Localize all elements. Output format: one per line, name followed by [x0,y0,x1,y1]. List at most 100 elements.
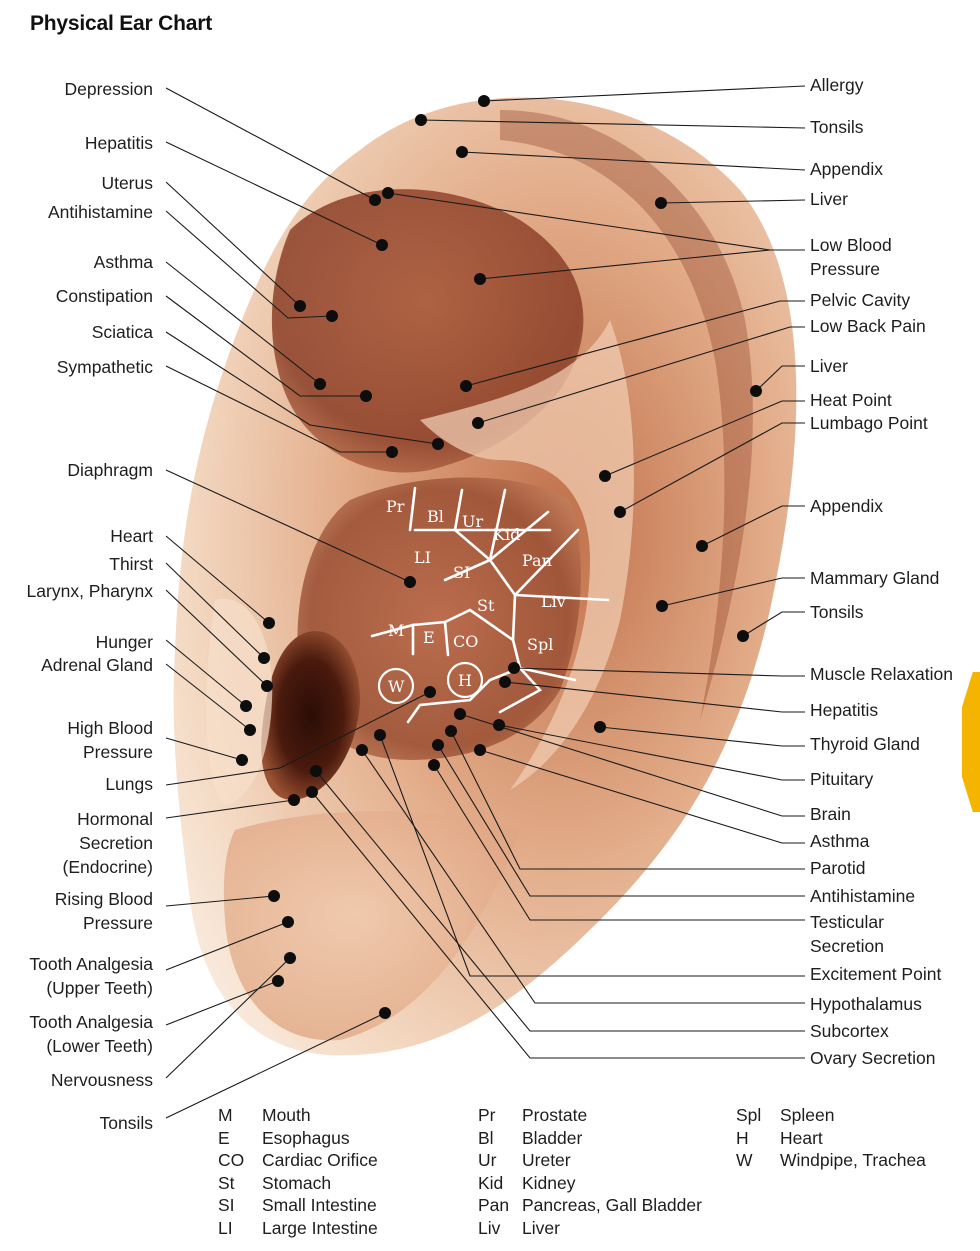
legend-abbr: St [218,1172,235,1193]
legend-name: Large Intestine [262,1217,378,1238]
code-liv: Liv [541,592,566,611]
helix-rim [500,110,753,720]
legend-name: Ureter [522,1150,571,1171]
label-hunger: Hunger [95,632,153,652]
label-sympathetic: Sympathetic [56,357,153,377]
label-appendix-1: Appendix [810,159,883,179]
concha [297,477,581,760]
legend-abbr: LI [218,1217,233,1238]
code-spl: Spl [527,635,553,654]
label-ovary: Ovary Secretion [810,1048,936,1068]
legend-row: LI Large Intestine [218,1217,378,1240]
label-muscle: Muscle Relaxation [810,664,953,684]
ear-lobe [223,811,521,1041]
legend-name: Esophagus [262,1127,350,1148]
side-tab[interactable] [962,672,980,812]
legend-row: Pr Prostate [478,1104,702,1127]
organ-codes: Pr Bl Ur Kid LI SI Pan St Liv M E CO Spl… [377,497,566,705]
label-thyroid: Thyroid Gland [810,734,920,754]
legend-name: Stomach [262,1172,332,1193]
legend-name: Heart [780,1127,823,1148]
legend-row: H Heart [736,1127,926,1150]
label-brain: Brain [810,804,851,824]
label-testicular: Testicular Secretion [810,912,884,956]
legend-row: M Mouth [218,1104,378,1127]
legend-name: Kidney [522,1172,576,1193]
legend-abbr: Pr [478,1105,496,1125]
label-tooth-upper: Tooth Analgesia (Upper Teeth) [29,954,153,998]
legend-abbr: H [736,1127,749,1148]
label-tonsils-left: Tonsils [99,1113,154,1133]
label-excitement: Excitement Point [810,964,942,984]
label-diaphragm: Diaphragm [67,460,153,480]
legend-abbr: Kid [478,1172,504,1193]
code-pr: Pr [386,497,405,516]
label-larynx: Larynx, Pharynx [26,581,153,601]
legend-name: Liver [522,1217,560,1238]
code-kid: Kid [493,525,520,544]
legend-row: E Esophagus [218,1127,378,1150]
legend-abbr: Liv [478,1217,501,1238]
label-parotid: Parotid [810,858,866,878]
label-high-bp: High Blood Pressure [67,718,153,762]
label-low-bp: Low Blood Pressure [810,235,892,279]
code-si: SI [453,563,470,582]
label-tooth-lower: Tooth Analgesia (Lower Teeth) [29,1012,153,1056]
code-e: E [423,628,435,647]
ear-canal [261,631,360,801]
legend-row: CO Cardiac Orifice [218,1149,378,1172]
leader-lines [165,85,806,1119]
label-uterus: Uterus [101,173,153,193]
code-pan: Pan [522,551,552,570]
legend-abbr: E [218,1127,230,1148]
label-antihistamine: Antihistamine [47,202,153,222]
code-li: LI [414,548,431,567]
point-markers [236,95,762,1019]
code-w: W [388,677,405,696]
page-title: Physical Ear Chart [30,12,212,35]
legend-abbr: CO [218,1150,245,1171]
label-heat: Heat Point [810,390,892,410]
label-constipation: Constipation [55,286,153,306]
organ-map-lines [370,486,610,724]
legend-abbr: Pan [478,1195,510,1216]
label-adrenal: Adrenal Gland [41,655,153,675]
legend-name: Cardiac Orifice [262,1150,378,1171]
code-ur: Ur [462,512,483,531]
label-sciatica: Sciatica [91,322,153,342]
antihelix [420,320,634,790]
label-tonsils-2: Tonsils [810,602,864,622]
label-asthma-r: Asthma [810,831,870,851]
code-m: M [388,621,404,640]
label-rising-bp: Rising Blood Pressure [54,889,153,933]
legend-abbr: M [218,1105,233,1125]
legend-name: Small Intestine [262,1195,377,1216]
label-heart: Heart [110,526,153,546]
code-h: H [458,671,472,690]
legend-name: Mouth [262,1105,311,1125]
legend-row: St Stomach [218,1172,378,1195]
label-asthma: Asthma [93,252,153,272]
legend-name: Spleen [780,1105,835,1125]
label-hepatitis: Hepatitis [84,133,153,153]
label-allergy: Allergy [810,75,864,95]
label-mammary: Mammary Gland [810,568,940,588]
label-liver-1: Liver [810,189,848,209]
legend-name: Prostate [522,1105,588,1125]
label-tonsils-1: Tonsils [810,117,864,137]
circle-w [377,667,415,705]
label-pituitary: Pituitary [810,769,874,789]
label-lumbago: Lumbago Point [810,413,928,433]
legend-row: Liv Liver [478,1217,702,1240]
label-appendix-2: Appendix [810,496,883,516]
code-bl: Bl [427,507,444,526]
legend-row: Kid Kidney [478,1172,702,1195]
label-pelvic: Pelvic Cavity [810,290,911,310]
label-antihistamine-r: Antihistamine [810,886,916,906]
